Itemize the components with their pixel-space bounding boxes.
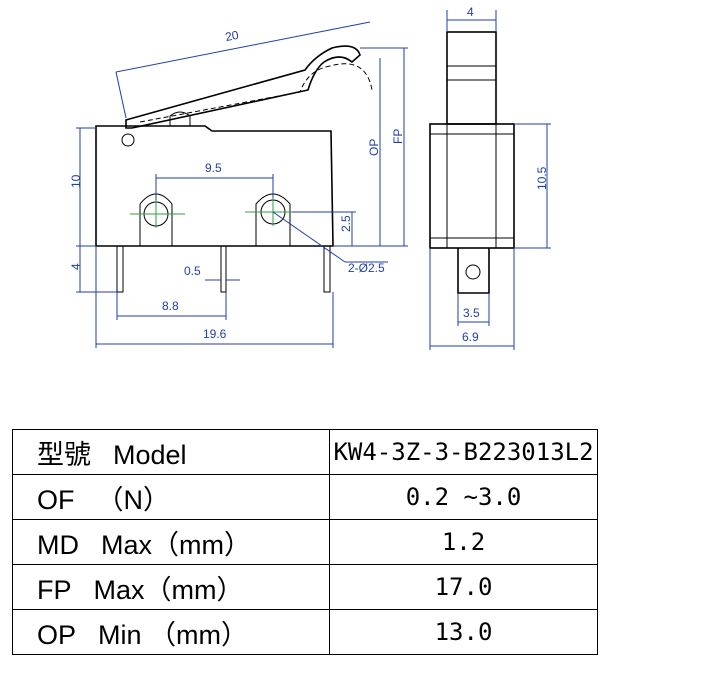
param-qualifier: Max（mm）	[101, 529, 251, 560]
side-terminal-hole	[465, 264, 481, 280]
dim-terminal-thickness: 0.5	[184, 264, 201, 278]
param-qualifier: Max（mm）	[93, 574, 244, 605]
param-value: KW4-3Z-3-B223013L2	[329, 429, 598, 475]
side-view: 4 10.5 3.5 6.9	[429, 5, 551, 350]
table-row: MD Max（mm） 1.2	[12, 519, 598, 565]
switch-drawing: 20 9.5 10 4 0.5 2.5 2-Ø2.5 8.8	[69, 5, 551, 350]
table-row: OF （N） 0.2 ~3.0	[12, 474, 598, 520]
param-value: 0.2 ~3.0	[329, 474, 598, 520]
dim-pin-pitch: 9.5	[205, 161, 222, 175]
spec-table: 型號 Model KW4-3Z-3-B223013L2 OF （N） 0.2 ~3.…	[12, 429, 598, 655]
dim-body-width: 19.6	[203, 327, 227, 341]
dim-op-label: OP	[367, 139, 381, 156]
dim-lever-width: 4	[467, 5, 474, 19]
dim-body-height: 10	[69, 174, 83, 188]
lever-travel-dashed	[139, 63, 373, 123]
switch-body-outline	[95, 125, 334, 247]
table-row: 型號 Model KW4-3Z-3-B223013L2	[12, 429, 598, 475]
table-row: OP Min （mm） 13.0	[12, 609, 598, 655]
dim-hole-to-pin: 8.8	[162, 299, 179, 313]
param-value: 17.0	[329, 564, 598, 610]
param-qualifier: Min （mm）	[98, 619, 249, 650]
hinge-hole	[121, 133, 135, 147]
dim-side-height: 10.5	[535, 166, 549, 190]
param-name: MD	[37, 529, 79, 560]
table-row: FP Max（mm） 17.0	[12, 564, 598, 610]
param-qualifier: Model	[113, 439, 187, 470]
terminal-left	[116, 245, 124, 293]
param-name: OF	[37, 484, 75, 515]
side-lever	[446, 31, 497, 125]
param-name: 型號	[37, 439, 91, 470]
dim-hole-diameter: 2-Ø2.5	[348, 261, 385, 275]
lever-arm	[125, 45, 361, 129]
side-body	[429, 123, 515, 249]
front-view: 20 9.5 10 4 0.5 2.5 2-Ø2.5 8.8	[69, 21, 408, 348]
terminal-right	[323, 245, 331, 293]
dim-hole-to-bottom: 2.5	[339, 215, 353, 232]
dim-fp-label: FP	[391, 129, 405, 144]
dim-lever-length: 20	[224, 28, 240, 44]
param-value: 1.2	[329, 519, 598, 565]
terminal-mid	[220, 245, 227, 293]
param-value: 13.0	[329, 609, 598, 655]
dim-terminal-length: 4	[69, 263, 83, 270]
param-name: OP	[37, 619, 77, 650]
side-terminal	[457, 248, 490, 294]
param-qualifier: （N）	[96, 484, 171, 515]
dim-side-width: 6.9	[462, 330, 479, 344]
dim-terminal-width: 3.5	[463, 306, 480, 320]
param-name: FP	[37, 574, 72, 605]
